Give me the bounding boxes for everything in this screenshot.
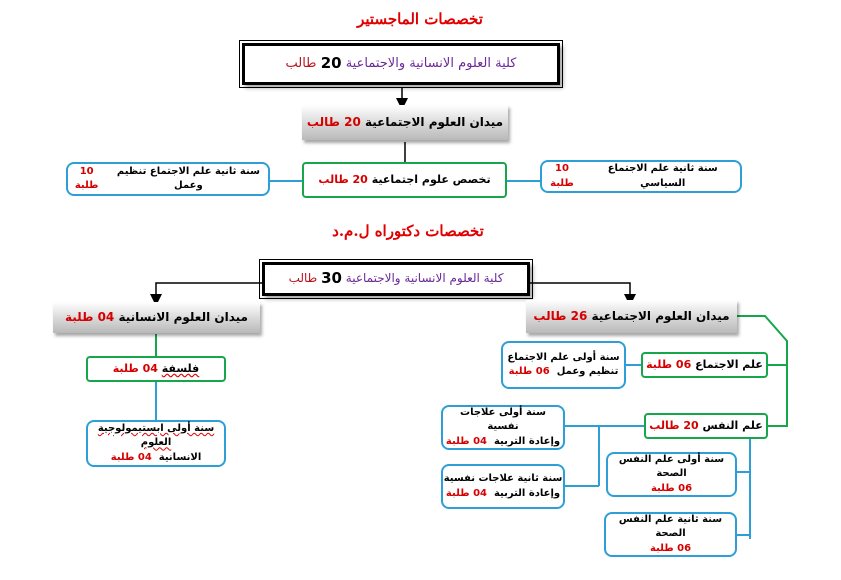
masters-right-spec-box: سنة ثانية علم الاجتماع السياسي 10 طلبة: [540, 160, 742, 193]
psy-spec1-count: 04 طلبة: [445, 435, 487, 447]
psy-spec2-box: سنة ثانية علاجات نفسية وإعادة التربية 04…: [441, 464, 565, 509]
sociology-label: علم الاجتماع: [695, 358, 763, 372]
psy-spec1-box: سنة أولى علاجات نفسية وإعادة التربية 04 …: [441, 405, 565, 450]
doctorate-heading: تخصصات دكتوراه ل.م.د: [332, 222, 484, 240]
health1-label: سنة أولى علم النفس الصحة: [618, 453, 725, 480]
masters-field-count: 20 طالب: [306, 114, 361, 129]
sociology-count: 06 طلبة: [646, 358, 692, 372]
psy-spec2-line2-row: وإعادة التربية 04 طلبة: [446, 487, 560, 502]
doctorate-faculty-unit: طالب: [288, 271, 318, 286]
epistemology-line1: سنة أولى ابستيمولوجية العلوم: [97, 422, 215, 449]
sociology-spec-count: 06 طلبة: [508, 366, 550, 377]
health2-count: 06 طلبة: [649, 542, 692, 554]
doctorate-faculty-to-social: [530, 282, 636, 306]
psy-spec2-count: 04 طلبة: [445, 487, 487, 499]
humanities-field-label: ميدان العلوم الانسانية: [118, 309, 248, 324]
social-field-box: ميدان العلوم الاجتماعية 26 طالب: [526, 300, 737, 333]
epistemology-line2: الانسانية: [158, 451, 202, 463]
philosophy-label: فلسفة: [161, 362, 200, 376]
masters-right-spec-count: 10 طلبة: [550, 163, 574, 189]
psy-spec1-line1: سنة أولى علاجات نفسية: [460, 406, 546, 433]
masters-specialty-box: تخصص علوم اجتماعية 20 طالب: [302, 162, 507, 198]
masters-specialty-count: 20 طالب: [318, 173, 368, 187]
masters-faculty-unit: طالب: [285, 55, 317, 71]
health1-count: 06 طلبة: [650, 482, 693, 494]
sociology-spec-line1: سنة أولى علم الاجتماع: [507, 351, 620, 363]
social-field-label: ميدان العلوم الاجتماعية: [591, 308, 730, 323]
psychology-box: علم النفس 20 طالب: [644, 413, 768, 439]
psy-spec2-line2: وإعادة التربية: [493, 487, 561, 499]
philosophy-count: 04 طلبة: [112, 362, 158, 376]
health2-box: سنة ثانية علم النفس الصحة 06 طلبة: [604, 512, 737, 557]
masters-field-box: ميدان العلوم الاجتماعية 20 طالب: [302, 105, 508, 140]
psychology-to-health: [737, 436, 751, 539]
sociology-spec-line2: تنظيم وعمل: [556, 366, 619, 377]
epistemology-count: 04 طلبة: [110, 451, 152, 463]
sociology-spec-box: سنة أولى علم الاجتماع تنظيم وعمل 06 طلبة: [501, 341, 626, 389]
epistemology-line2-row: الانسانية 04 طلبة: [111, 451, 202, 466]
masters-field-label: ميدان العلوم الاجتماعية: [365, 114, 504, 129]
doctorate-faculty-num: 30: [321, 269, 342, 288]
doctorate-faculty-box: كلية العلوم الانسانية والاجتماعية 30 طال…: [259, 259, 533, 299]
philosophy-box: فلسفة 04 طلبة: [86, 356, 226, 382]
masters-faculty-num: 20: [320, 54, 342, 73]
psy-spec1-line2-row: وإعادة التربية 04 طلبة: [446, 435, 560, 450]
psy-spec2-line1: سنة ثانية علاجات نفسية: [443, 473, 563, 484]
masters-faculty-box: كلية العلوم الانسانية والاجتماعية 20 طال…: [239, 40, 563, 88]
social-field-count: 26 طالب: [533, 308, 588, 323]
masters-specialty-label: تخصص علوم اجتماعية: [371, 173, 491, 187]
masters-heading: تخصصات الماجستير: [357, 10, 483, 28]
psy-spec1-line2: وإعادة التربية: [493, 435, 561, 447]
health1-box: سنة أولى علم النفس الصحة 06 طلبة: [606, 452, 737, 497]
social-to-psychology: [768, 341, 788, 427]
psychology-count: 20 طالب: [649, 419, 699, 433]
epistemology-box: سنة أولى ابستيمولوجية العلوم الانسانية 0…: [86, 420, 226, 467]
masters-left-spec-label: سنة ثانية علم الاجتماع تنظيم وعمل: [116, 165, 260, 192]
masters-left-spec-count: 10 طلبة: [74, 165, 99, 192]
humanities-field-box: ميدان العلوم الانسانية 04 طلبة: [53, 302, 260, 333]
sociology-spec-line2-row: تنظيم وعمل 06 طلبة: [509, 365, 619, 380]
doctorate-faculty-label: كلية العلوم الانسانية والاجتماعية: [345, 271, 504, 286]
masters-left-spec-box: سنة ثانية علم الاجتماع تنظيم وعمل 10 طلب…: [66, 162, 270, 196]
sociology-box: علم الاجتماع 06 طلبة: [641, 352, 768, 378]
humanities-field-count: 04 طلبة: [65, 309, 115, 324]
health2-label: سنة ثانية علم النفس الصحة: [618, 513, 723, 540]
masters-right-spec-label: سنة ثانية علم الاجتماع السياسي: [607, 163, 718, 189]
doctorate-faculty-to-humanities: [150, 282, 262, 306]
masters-faculty-label: كلية العلوم الانسانية والاجتماعية: [345, 55, 517, 71]
psychology-label: علم النفس: [702, 419, 763, 433]
